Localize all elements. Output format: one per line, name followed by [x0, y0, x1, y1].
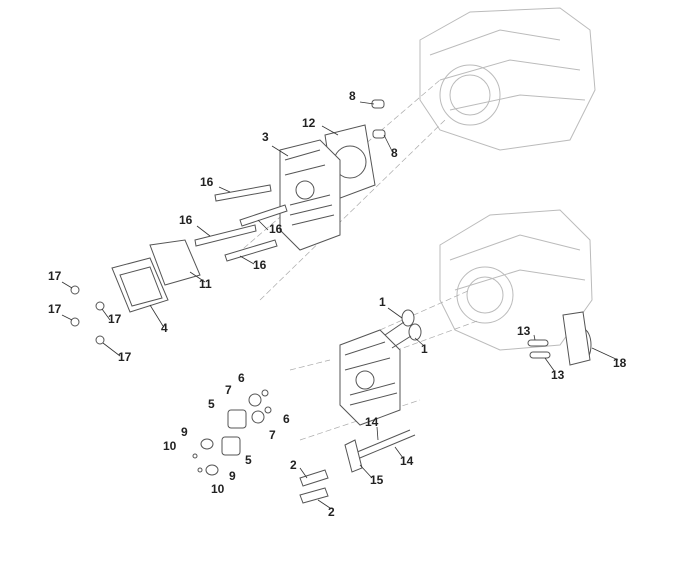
callout-label: 8 [349, 89, 356, 103]
callout-label: 10 [163, 439, 177, 453]
cylinder-head-upper [279, 139, 341, 251]
callout-label: 13 [551, 368, 565, 382]
callout-label: 16 [179, 213, 193, 227]
callout-label: 16 [200, 175, 214, 189]
callout-label: 17 [108, 312, 122, 326]
rocker-arms [299, 469, 329, 504]
valve-cover [111, 257, 169, 313]
head-bolts [194, 184, 288, 262]
callout-label: 16 [269, 222, 283, 236]
cover-screws [70, 285, 105, 345]
callout-label: 17 [118, 350, 132, 364]
camshaft-and-lifters [527, 311, 592, 366]
callout-label: 9 [229, 469, 236, 483]
callout-label: 12 [302, 116, 316, 130]
callout-label: 4 [161, 321, 168, 335]
callout-label: 13 [517, 324, 531, 338]
callout-label: 5 [245, 453, 252, 467]
cover-gasket [149, 239, 201, 286]
callout-label: 17 [48, 302, 62, 316]
dowel-pin [372, 129, 386, 139]
cylinder-head-lower [339, 329, 401, 426]
callout-label: 7 [225, 383, 232, 397]
valves [384, 309, 422, 349]
valve-springs [192, 389, 272, 476]
callout-label: 2 [328, 505, 335, 519]
callout-label: 5 [208, 397, 215, 411]
callout-label: 7 [269, 428, 276, 442]
callout-label: 17 [48, 269, 62, 283]
callout-label: 14 [400, 454, 414, 468]
callout-label: 15 [370, 473, 384, 487]
callout-label: 1 [421, 342, 428, 356]
leader-lines [61, 101, 619, 509]
callout-label: 6 [238, 371, 245, 385]
callout-label: 9 [181, 425, 188, 439]
callout-label: 8 [391, 146, 398, 160]
callout-label: 1 [379, 295, 386, 309]
callout-label: 6 [283, 412, 290, 426]
callout-label: 10 [211, 482, 225, 496]
push-rods [344, 429, 416, 473]
callout-label: 11 [199, 277, 212, 291]
crankcase-upper [419, 7, 596, 151]
callout-label: 2 [290, 458, 297, 472]
callout-label: 3 [262, 130, 269, 144]
callout-label: 16 [253, 258, 267, 272]
callout-label: 14 [365, 415, 379, 429]
callout-label: 18 [613, 356, 627, 370]
